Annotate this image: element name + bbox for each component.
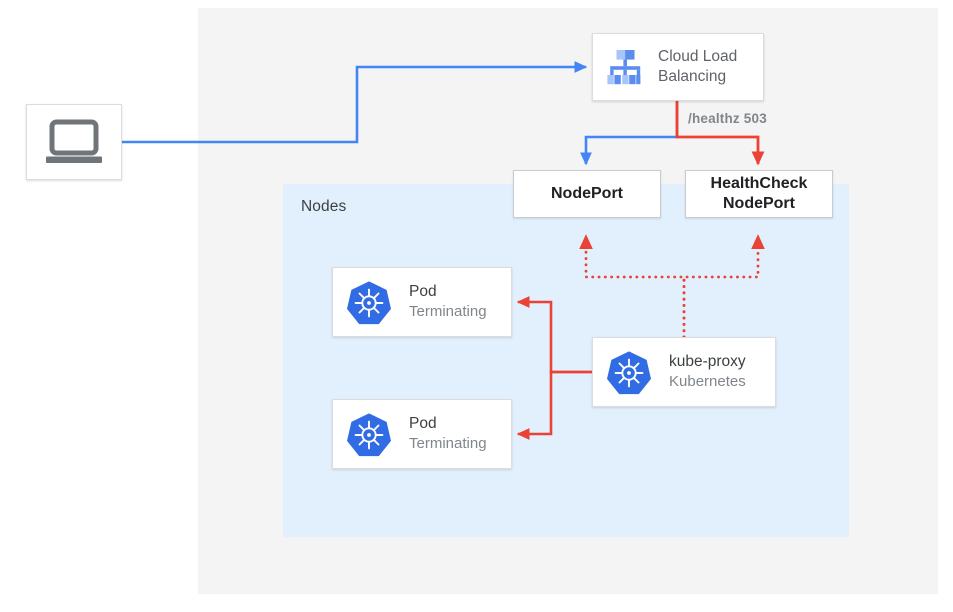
pod-2-title: Pod <box>409 415 437 433</box>
kubernetes-icon <box>607 351 651 395</box>
kube-proxy-subtitle: Kubernetes <box>669 373 746 391</box>
pod-2[interactable]: Pod Terminating <box>332 399 512 469</box>
laptop-icon <box>46 119 102 163</box>
healthcheck-nodeport-box[interactable]: HealthCheck NodePort <box>685 170 833 218</box>
nodeport-box-label: NodePort <box>551 185 623 203</box>
healthcheck-nodeport-label-line1: HealthCheck <box>710 175 808 193</box>
pod-1-status: Terminating <box>409 303 487 321</box>
healthcheck-nodeport-label-line2: NodePort <box>722 195 795 212</box>
pod-1-title: Pod <box>409 283 437 301</box>
client-laptop[interactable] <box>26 104 122 180</box>
pod-1[interactable]: Pod Terminating <box>332 267 512 337</box>
cloud-load-balancing-title-line1: Cloud Load <box>658 48 738 66</box>
kubernetes-icon <box>347 281 391 325</box>
kubernetes-icon <box>347 413 391 457</box>
healthz-503-label: /healthz 503 <box>688 111 767 126</box>
cloud-load-balancing-title-line2: Balancing <box>658 68 727 85</box>
kube-proxy-title: kube-proxy <box>669 353 746 371</box>
nodes-panel-label: Nodes <box>301 198 347 215</box>
cloud-load-balancing[interactable]: Cloud Load Balancing <box>592 33 764 101</box>
nodeport-box[interactable]: NodePort <box>513 170 661 218</box>
cloud-load-balancing-icon <box>607 50 641 85</box>
kube-proxy[interactable]: kube-proxy Kubernetes <box>592 337 776 407</box>
pod-2-status: Terminating <box>409 435 487 453</box>
